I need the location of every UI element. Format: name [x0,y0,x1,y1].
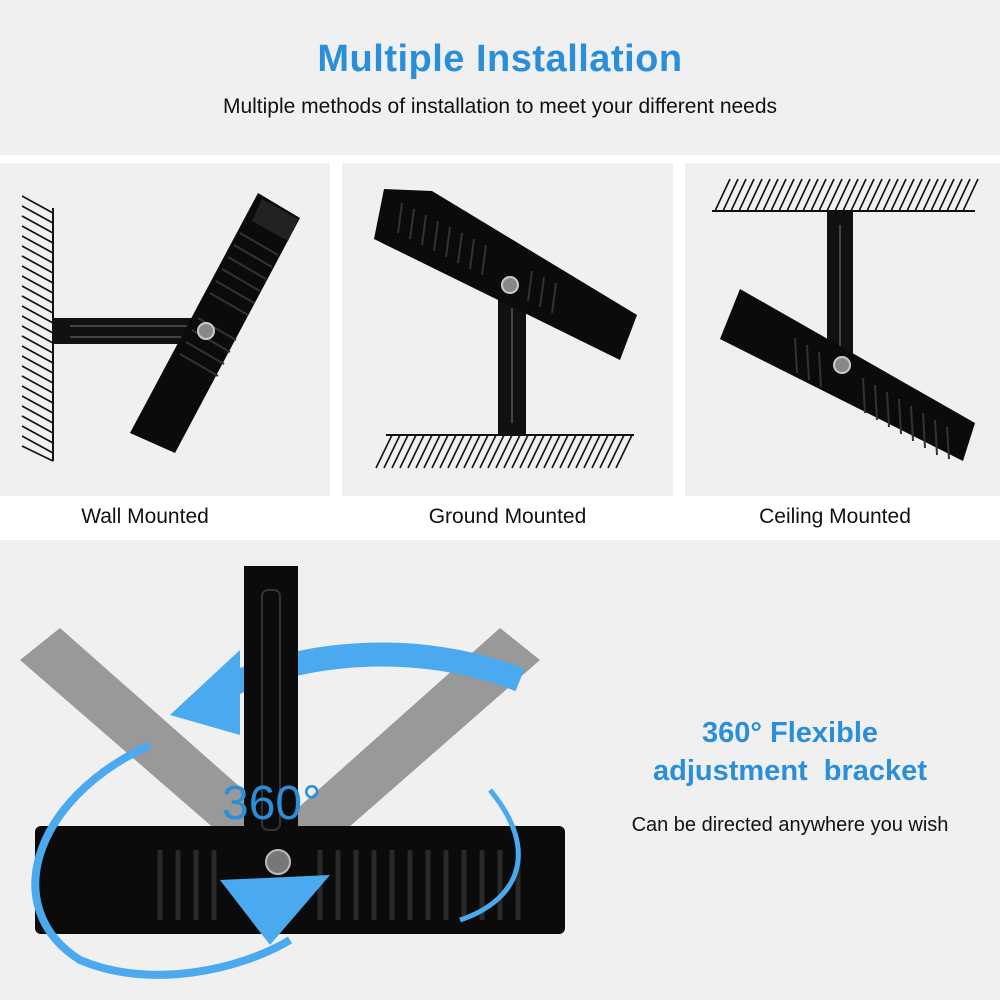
feature-subtitle: Can be directed anywhere you wish [631,814,949,836]
ground-mount-illustration-icon [374,189,637,469]
page-subtitle: Multiple methods of installation to meet… [222,95,778,118]
wall-mount-illustration-icon [21,193,300,462]
panel-ceiling-mounted [685,163,1000,496]
ceiling-mount-illustration-icon [712,178,979,461]
feature-title-line1: 360° Flexible [701,717,879,749]
feature-title-line2: adjustment bracket [653,755,927,787]
label-wall-mounted: Wall Mounted [81,505,209,528]
feature-title: 360° Flexible adjustment bracket [600,714,980,790]
bracket-rotation-illustration-icon [20,566,565,979]
bracket-feature-section: 360° [0,540,1000,1000]
page-title: Multiple Installation [317,38,683,80]
label-ground-mounted: Ground Mounted [428,505,587,528]
rotation-degree-overlay: 360° [222,777,322,830]
label-ceiling-mounted: Ceiling Mounted [759,505,911,528]
header-section: Multiple Installation Multiple methods o… [0,0,1000,155]
panel-wall-mounted [0,163,330,496]
panel-ground-mounted [342,163,673,496]
